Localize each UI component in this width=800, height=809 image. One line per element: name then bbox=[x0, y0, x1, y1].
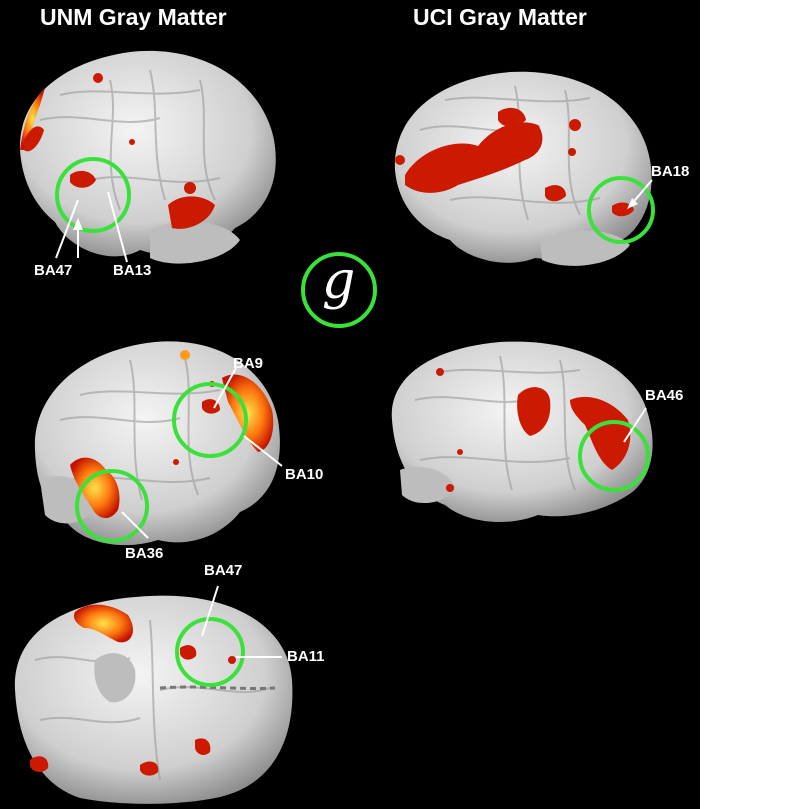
brain-illustration bbox=[14, 50, 655, 804]
factor-circle bbox=[301, 252, 377, 328]
label-ba47-bottom: BA47 bbox=[204, 562, 243, 579]
brain-bottom-left bbox=[14, 585, 293, 804]
label-ba18: BA18 bbox=[651, 163, 690, 180]
figure-panel: UNM Gray Matter UCI Gray Matter g BA47 B… bbox=[0, 0, 700, 809]
left-panel-title: UNM Gray Matter bbox=[40, 4, 227, 30]
brain-middle-left bbox=[34, 341, 283, 546]
label-ba36: BA36 bbox=[125, 545, 164, 562]
label-ba46: BA46 bbox=[645, 387, 684, 404]
label-ba10: BA10 bbox=[285, 466, 324, 483]
brain-middle-right bbox=[391, 341, 653, 523]
label-ba47-top: BA47 bbox=[34, 262, 73, 279]
brain-top-left bbox=[19, 50, 276, 264]
right-panel-title: UCI Gray Matter bbox=[413, 4, 587, 30]
brain-top-right bbox=[394, 71, 655, 266]
label-ba11: BA11 bbox=[287, 648, 325, 665]
label-ba13: BA13 bbox=[113, 262, 152, 279]
factor-symbol: g bbox=[322, 251, 356, 311]
label-ba9: BA9 bbox=[233, 355, 264, 372]
